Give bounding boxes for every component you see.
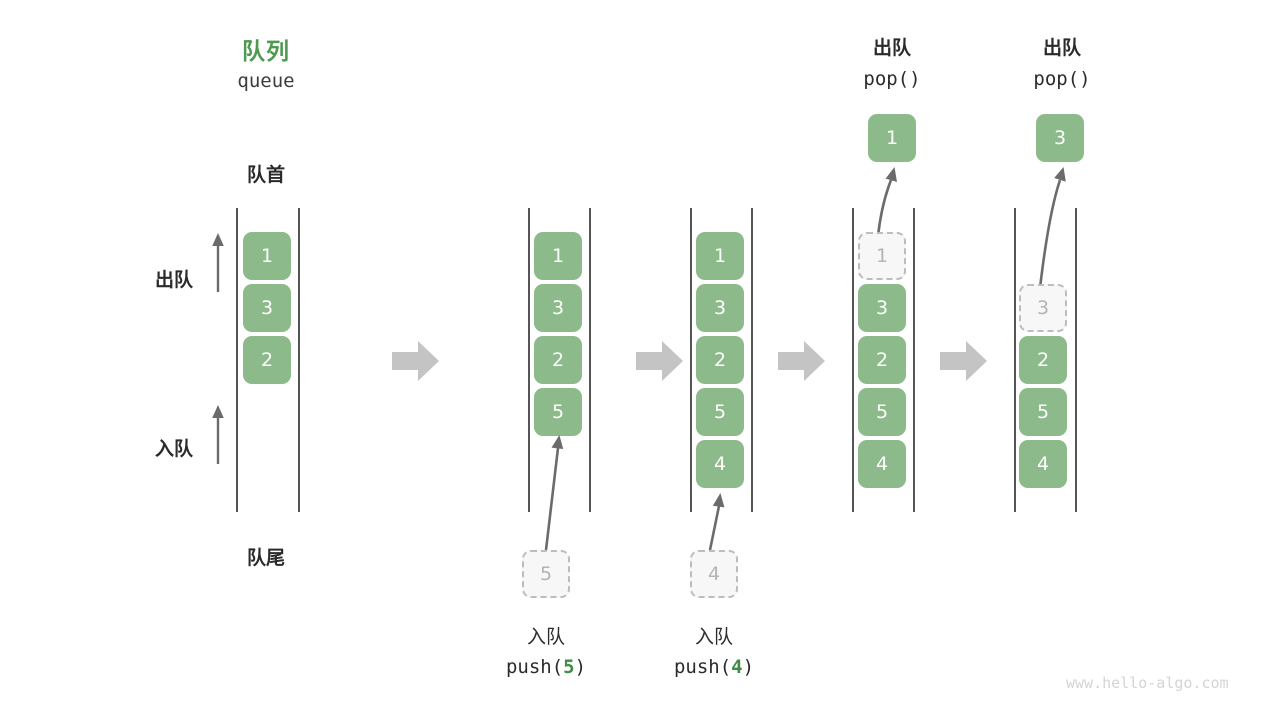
up-arrow-icon-enqueue xyxy=(212,405,224,464)
label-queue-front: 队首 xyxy=(246,164,285,186)
op-code-arg: 4 xyxy=(731,656,743,678)
op-label-pop-1-code: pop() xyxy=(863,68,921,90)
op-label-pop-3-cn: 出队 xyxy=(1042,37,1081,59)
op-label-push-5-cn: 入队 xyxy=(526,626,565,648)
queue-rail-left-step-1 xyxy=(236,208,238,512)
right-arrow-icon-transition-4 xyxy=(940,341,987,381)
right-arrow-icon-transition-3 xyxy=(778,341,825,381)
queue-cell: 1 xyxy=(696,232,744,280)
queue-rail-left-step-3 xyxy=(690,208,692,512)
queue-rail-left-step-2 xyxy=(528,208,530,512)
op-code-arg: 5 xyxy=(563,656,575,678)
op-label-pop-1-cn: 出队 xyxy=(872,37,911,59)
queue-cell: 1 xyxy=(243,232,291,280)
queue-cell: 3 xyxy=(534,284,582,332)
queue-cell: 3 xyxy=(858,284,906,332)
diagram-title-en: queue xyxy=(237,70,295,92)
queue-cell-new: 5 xyxy=(534,388,582,436)
queue-cell-ghost-removed: 1 xyxy=(858,232,906,280)
queue-rail-right-step-4 xyxy=(913,208,915,512)
queue-rail-right-step-2 xyxy=(589,208,591,512)
op-code-suffix: ) xyxy=(742,656,755,678)
queue-cell: 2 xyxy=(1019,336,1067,384)
op-label-push-5-code: push(5) xyxy=(476,656,616,678)
op-code-prefix: push( xyxy=(673,656,732,678)
queue-cell: 4 xyxy=(1019,440,1067,488)
queue-cell: 2 xyxy=(243,336,291,384)
popped-cell: 1 xyxy=(868,114,916,162)
label-queue-rear: 队尾 xyxy=(246,547,285,569)
diagram-title-cn: 队列 xyxy=(242,39,290,65)
queue-rail-right-step-5 xyxy=(1075,208,1077,512)
label-dequeue: 出队 xyxy=(154,269,193,291)
up-arrow-icon-dequeue xyxy=(212,233,224,292)
queue-cell: 5 xyxy=(1019,388,1067,436)
queue-rail-left-step-4 xyxy=(852,208,854,512)
watermark: www.hello-algo.com xyxy=(1066,674,1229,692)
op-label-push-4-cn: 入队 xyxy=(694,626,733,648)
queue-cell: 5 xyxy=(696,388,744,436)
queue-cell: 1 xyxy=(534,232,582,280)
queue-cell: 3 xyxy=(243,284,291,332)
right-arrow-icon-transition-2 xyxy=(636,341,683,381)
queue-cell-ghost-incoming: 4 xyxy=(690,550,738,598)
queue-rail-left-step-5 xyxy=(1014,208,1016,512)
op-label-pop-3-code: pop() xyxy=(1033,68,1091,90)
op-code-prefix: push( xyxy=(505,656,564,678)
queue-rail-right-step-1 xyxy=(298,208,300,512)
queue-cell-new: 4 xyxy=(696,440,744,488)
up-arrow-icon-pop-3 xyxy=(1038,167,1066,289)
popped-cell: 3 xyxy=(1036,114,1084,162)
queue-rail-right-step-3 xyxy=(751,208,753,512)
up-arrow-icon-pop-1 xyxy=(876,167,897,237)
op-code-suffix: ) xyxy=(574,656,587,678)
up-arrow-icon-push-4 xyxy=(708,493,725,551)
queue-cell-ghost-incoming: 5 xyxy=(522,550,570,598)
queue-cell-ghost-removed: 3 xyxy=(1019,284,1067,332)
queue-cell: 3 xyxy=(696,284,744,332)
queue-cell: 2 xyxy=(858,336,906,384)
op-label-push-4-code: push(4) xyxy=(644,656,784,678)
up-arrow-icon-push-5 xyxy=(544,435,564,551)
queue-cell: 5 xyxy=(858,388,906,436)
queue-cell: 4 xyxy=(858,440,906,488)
right-arrow-icon-transition-1 xyxy=(392,341,439,381)
queue-cell: 2 xyxy=(696,336,744,384)
queue-cell: 2 xyxy=(534,336,582,384)
label-enqueue: 入队 xyxy=(154,438,193,460)
